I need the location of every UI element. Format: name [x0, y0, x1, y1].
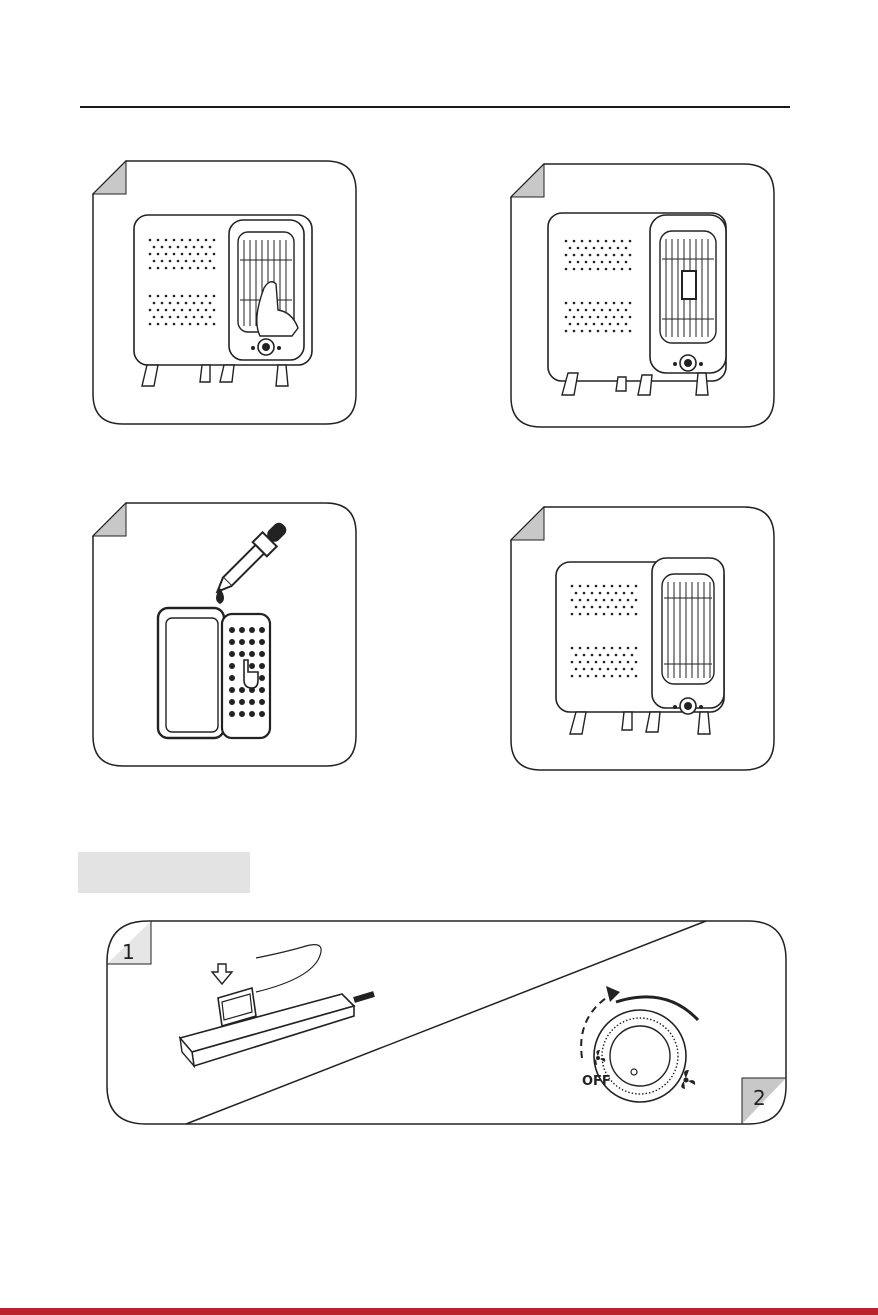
page-bottom-strip — [0, 1308, 878, 1315]
header-rule — [80, 106, 790, 108]
section-heading-block — [78, 852, 250, 893]
illustration-power-and-dial — [106, 920, 788, 1126]
illustration-add-oil — [92, 502, 358, 768]
illustration-reassembled — [510, 506, 776, 772]
illustration-filter-inside — [510, 163, 776, 429]
step-number-2: 2 — [753, 1086, 766, 1110]
dial-off-label: OFF — [582, 1074, 611, 1089]
step-number-1: 1 — [122, 940, 135, 964]
illustration-remove-grille — [92, 160, 358, 426]
